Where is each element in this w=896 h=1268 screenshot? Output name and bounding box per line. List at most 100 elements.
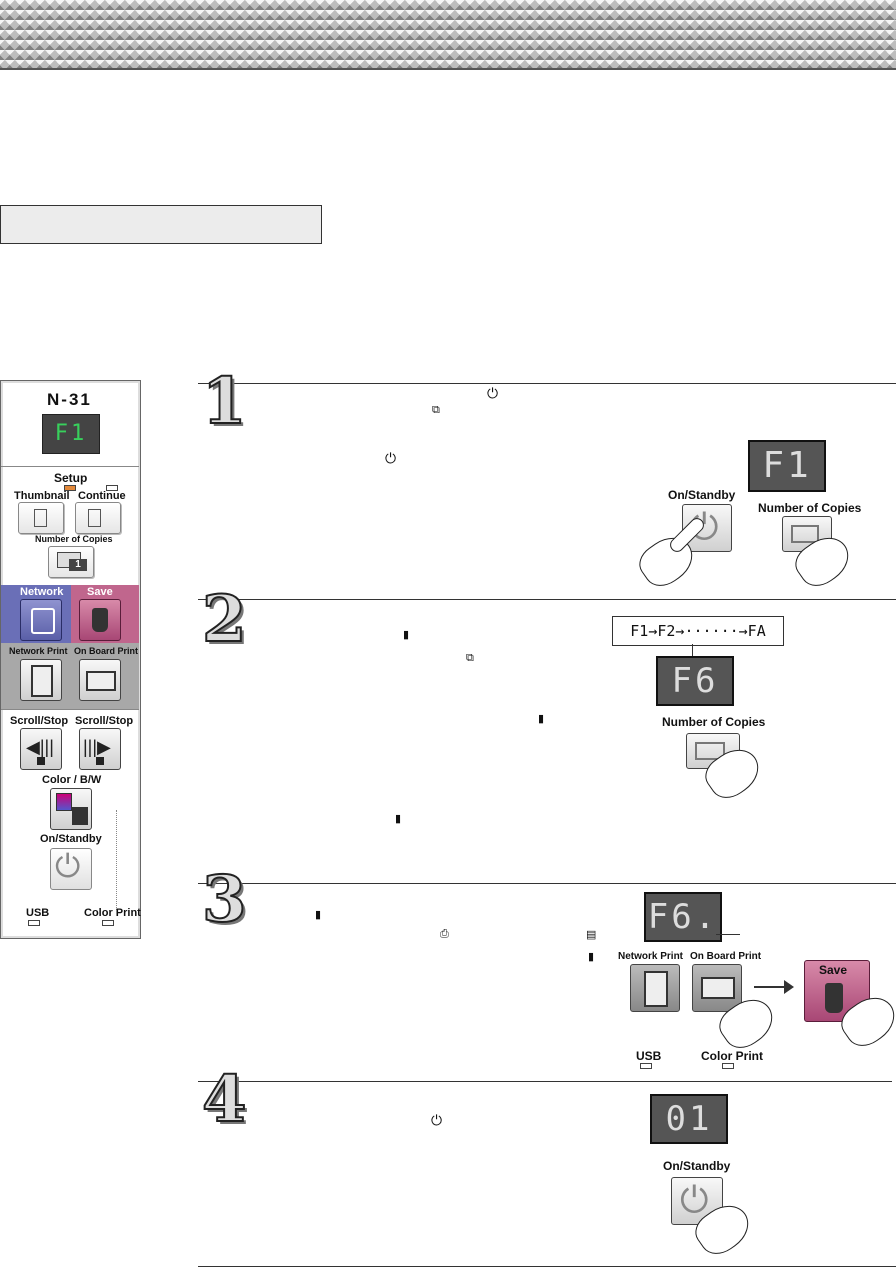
dotted-connector	[116, 810, 117, 910]
scroll-left-icon: ◀|||	[26, 737, 54, 757]
pointer-line	[692, 644, 693, 656]
onboard-print-label: On Board Print	[74, 646, 139, 656]
scroll-right-button[interactable]: |||▶	[79, 728, 121, 770]
color-print-label: Color Print	[84, 907, 141, 919]
network-print-label: Network Print	[618, 951, 684, 962]
step-divider	[198, 1081, 892, 1082]
printer-icon	[644, 971, 668, 1007]
network-label: Network	[20, 586, 64, 598]
step-number-3: 3	[201, 862, 248, 937]
panel-display: F1	[42, 414, 100, 454]
onboard-print-button[interactable]	[79, 659, 121, 701]
board-printer-icon	[86, 671, 116, 691]
save-button[interactable]: Save	[804, 960, 870, 1022]
header-pattern-band	[0, 0, 896, 70]
thumbnail-button[interactable]	[18, 502, 64, 534]
scroll-right-icon: |||▶	[83, 737, 111, 757]
usb-label: USB	[636, 1049, 662, 1063]
section-heading-box	[0, 205, 322, 244]
step4-display: 01	[650, 1094, 728, 1144]
network-print-button[interactable]	[630, 964, 680, 1012]
color-print-indicator	[722, 1063, 734, 1069]
setup-label: Setup	[54, 471, 88, 485]
copies-label: Number of Copies	[35, 534, 113, 544]
divider	[1, 466, 139, 467]
color-bw-icon	[56, 793, 72, 811]
stop-icon	[96, 757, 104, 765]
network-print-label: Network Print	[9, 646, 68, 656]
printer-icon	[31, 665, 53, 697]
scroll-left-label: Scroll/Stop	[10, 715, 69, 727]
continue-button[interactable]	[75, 502, 121, 534]
on-standby-label: On/Standby	[663, 1159, 731, 1173]
step-divider	[198, 883, 896, 884]
step-divider	[198, 599, 896, 600]
color-print-indicator	[102, 920, 114, 926]
onboard-print-label: On Board Print	[690, 951, 762, 962]
copies-label: Number of Copies	[758, 501, 862, 515]
thumbnail-label: Thumbnail	[14, 490, 70, 502]
header-divider	[0, 68, 896, 70]
network-print-button[interactable]	[20, 659, 62, 701]
copies-icon: ⧉	[432, 404, 440, 416]
pointer-line	[716, 934, 740, 935]
copies-button[interactable]: 1	[48, 546, 94, 578]
usb-icon: ▮	[403, 629, 410, 641]
step3-display: F6.	[644, 892, 722, 942]
usb-indicator	[28, 920, 40, 926]
power-icon: ⏻	[487, 385, 499, 401]
step1-display: F1	[748, 440, 826, 492]
scroll-left-button[interactable]: ◀|||	[20, 728, 62, 770]
network-icon	[31, 608, 55, 634]
color-bw-label: Color / B/W	[42, 774, 102, 786]
color-bw-button[interactable]	[50, 788, 92, 830]
step2-display: F6	[656, 656, 734, 706]
power-icon: ⏻	[431, 1112, 443, 1128]
usb-indicator	[640, 1063, 652, 1069]
usb-icon: ▮	[588, 951, 595, 963]
save-button[interactable]	[79, 599, 121, 641]
step-divider	[198, 383, 896, 384]
model-name: N-31	[47, 390, 92, 409]
usb-icon: ▮	[315, 909, 322, 921]
copies-icon	[791, 525, 819, 543]
continue-icon	[88, 509, 101, 527]
thumbnail-icon	[34, 509, 47, 527]
divider	[1, 709, 139, 710]
network-button[interactable]	[20, 599, 62, 641]
on-standby-label: On/Standby	[668, 488, 736, 502]
power-icon: ⏻	[680, 1179, 709, 1220]
copies-icon: ⧉	[466, 652, 474, 664]
page-bottom-rule	[198, 1266, 896, 1267]
scroll-right-label: Scroll/Stop	[75, 715, 134, 727]
usb-icon: ▮	[538, 713, 545, 725]
usb-icon: ▮	[395, 813, 402, 825]
usb-label: USB	[26, 907, 50, 919]
thumbnail-indicator	[64, 485, 76, 491]
step-number-2: 2	[201, 582, 248, 657]
continue-label: Continue	[78, 490, 126, 502]
copies-label: Number of Copies	[662, 715, 766, 729]
power-icon: ⏻	[385, 450, 397, 466]
usb-icon	[92, 608, 108, 632]
save-label: Save	[87, 586, 113, 598]
bw-page-icon	[72, 807, 88, 825]
function-sequence: F1→F2→······→FA	[612, 616, 784, 646]
arrow-icon	[754, 986, 790, 988]
network-print-icon: ⎙	[440, 928, 449, 940]
step-number-4: 4	[201, 1062, 248, 1137]
onboard-print-button[interactable]	[692, 964, 742, 1012]
usb-icon	[825, 983, 843, 1013]
continue-indicator	[106, 485, 118, 491]
step-number-1: 1	[201, 364, 248, 439]
arrow-head-icon	[784, 980, 794, 994]
copies-icon	[695, 742, 725, 760]
stop-icon	[37, 757, 45, 765]
on-standby-label: On/Standby	[40, 833, 102, 845]
board-printer-icon	[701, 977, 735, 999]
onboard-print-icon: ▤	[586, 929, 597, 941]
save-label: Save	[819, 963, 848, 977]
copies-number: 1	[69, 559, 87, 571]
power-icon: ⏻	[55, 848, 81, 884]
on-standby-button[interactable]: ⏻	[50, 848, 92, 890]
